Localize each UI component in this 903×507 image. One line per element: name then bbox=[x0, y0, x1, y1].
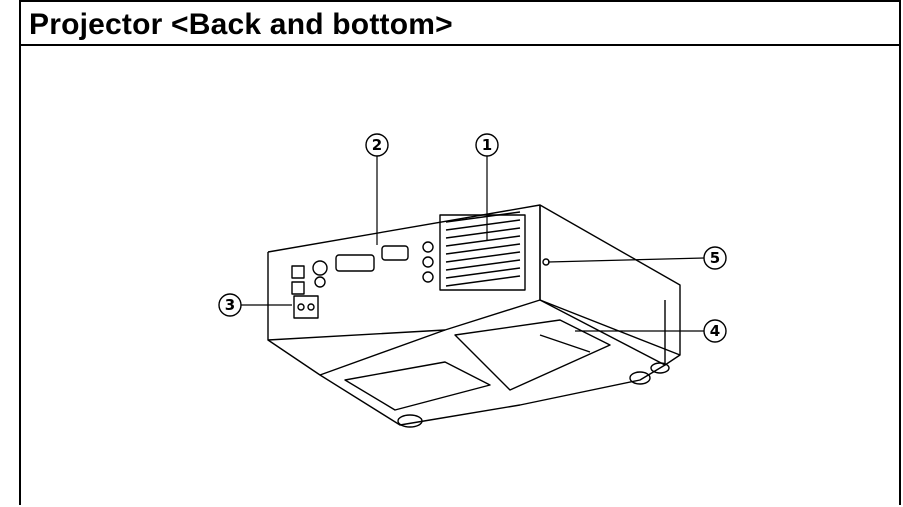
page-title: Projector <Back and bottom> bbox=[29, 8, 453, 41]
vent-grille bbox=[439, 211, 526, 291]
callout-3-label: 3 bbox=[225, 296, 235, 314]
callout-5-label: 5 bbox=[710, 249, 720, 267]
callout-1-label: 1 bbox=[482, 136, 492, 154]
callout-2-label: 2 bbox=[372, 136, 382, 154]
diagram-frame: Projector <Back and bottom> bbox=[19, 0, 901, 505]
lamp-cover bbox=[454, 319, 611, 391]
projector-back-panel bbox=[267, 205, 541, 341]
callout-4-label: 4 bbox=[710, 322, 720, 340]
projector-bottom-plate bbox=[267, 339, 666, 426]
rgb-connector bbox=[335, 254, 375, 272]
title-bar: Projector <Back and bottom> bbox=[21, 2, 899, 46]
projector-top-edge bbox=[267, 204, 681, 366]
callout-5-leader bbox=[547, 257, 705, 263]
serial-connector bbox=[381, 245, 409, 261]
power-socket bbox=[293, 295, 319, 319]
